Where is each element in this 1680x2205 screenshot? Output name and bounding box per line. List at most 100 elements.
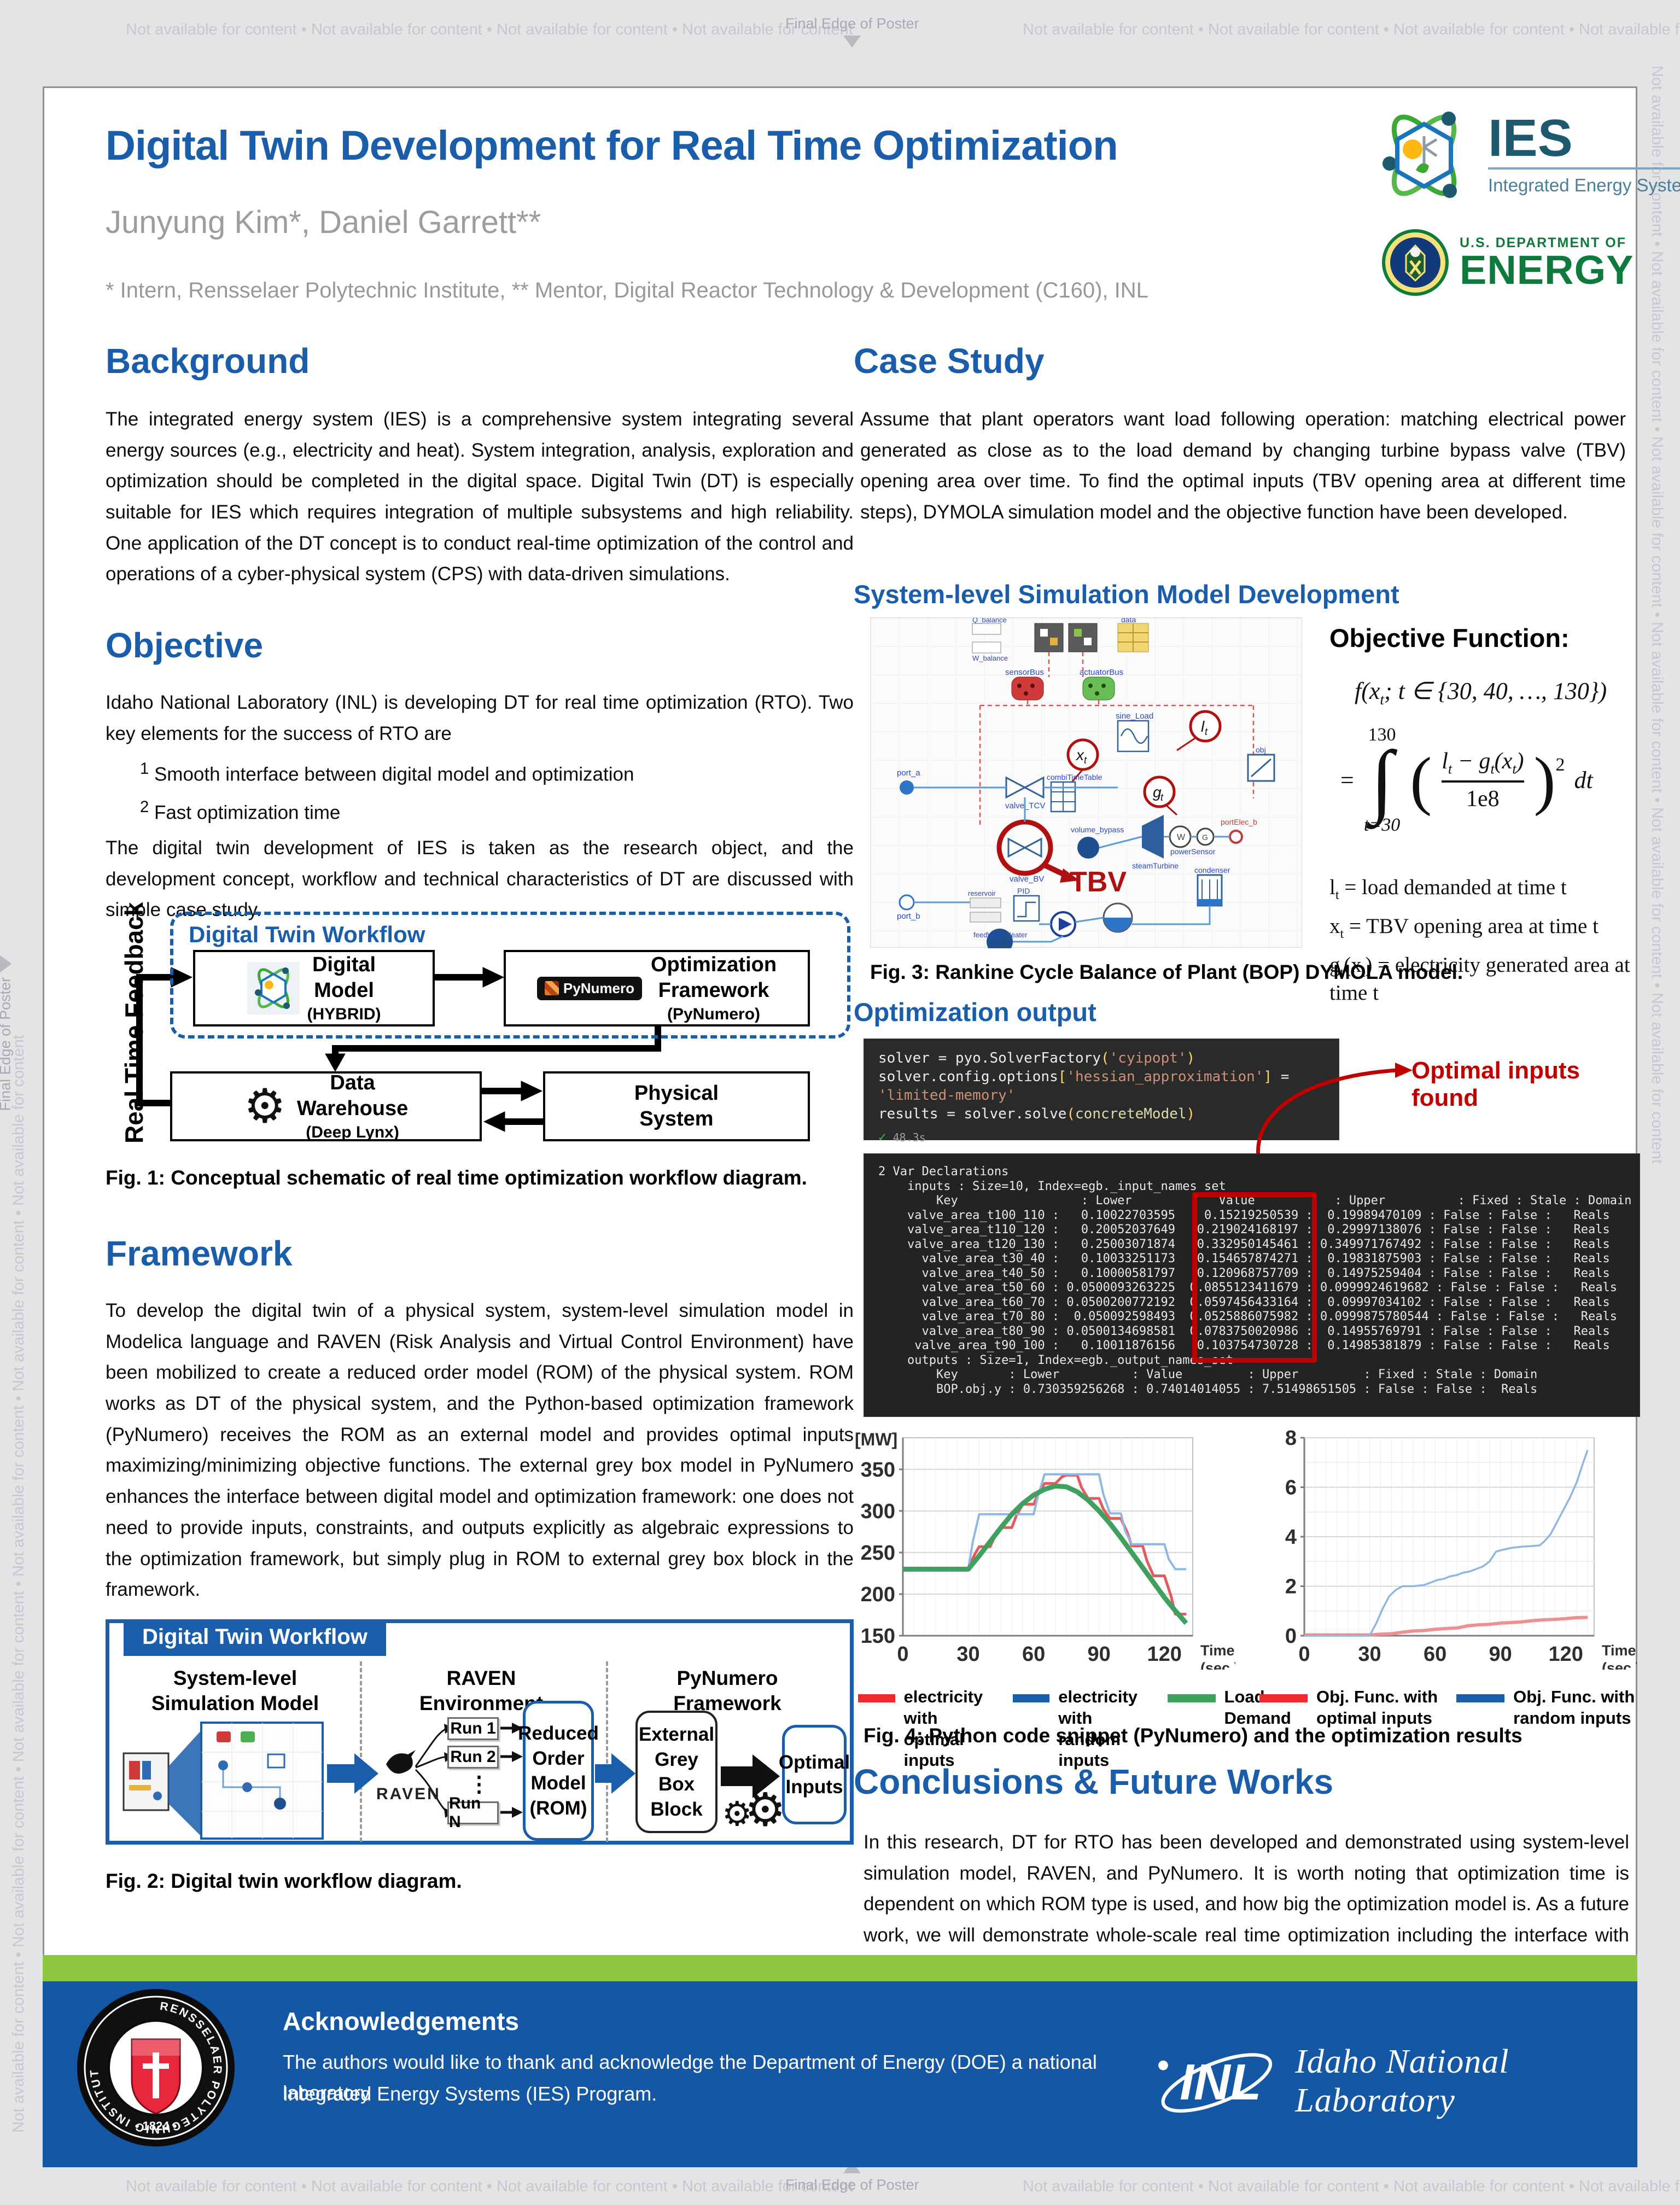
final-edge-bottom: Final Edge of Poster	[785, 2161, 919, 2194]
item-text: Smooth interface between digital model a…	[154, 763, 634, 785]
item-number: 2	[140, 798, 149, 816]
ies-atom-icon	[1382, 112, 1457, 198]
background-heading: Background	[106, 341, 310, 381]
acknowledgements-heading: Acknowledgements	[283, 2007, 519, 2035]
data-warehouse-label: Data Warehouse (Deep Lynx)	[296, 1071, 409, 1141]
svg-text:60: 60	[1022, 1643, 1045, 1666]
svg-text:sensorBus: sensorBus	[1005, 668, 1044, 677]
gears-icon: ⚙⚙	[722, 1783, 786, 1836]
svg-text:t: t	[1084, 755, 1087, 766]
fig1-physical-system-box: Physical System	[543, 1071, 810, 1141]
svg-text:2: 2	[1285, 1576, 1297, 1599]
svg-text:6: 6	[1285, 1477, 1297, 1500]
watermark-top-right: Not available for content • Not availabl…	[1023, 21, 1680, 38]
objective-item-2: 2 Fast optimization time	[140, 795, 851, 829]
poster-authors: Junyung Kim*, Daniel Garrett**	[106, 205, 541, 240]
code-snippet: solver = pyo.SolverFactory('cyipopt')sol…	[864, 1039, 1339, 1145]
svg-text:reservoir: reservoir	[968, 889, 996, 897]
svg-text:4: 4	[1285, 1526, 1297, 1549]
conclusions-body: In this research, DT for RTO has been de…	[864, 1831, 1629, 1977]
inl-name: Idaho National Laboratory	[1295, 2043, 1509, 2119]
objective-intro: Idaho National Laboratory (INL) is devel…	[106, 692, 854, 744]
svg-text:90: 90	[1088, 1643, 1111, 1666]
svg-text:valve_BV: valve_BV	[1010, 874, 1044, 884]
svg-text:Time: Time	[1602, 1642, 1636, 1659]
footer-green-bar	[43, 1955, 1637, 1981]
fig2-divider-1	[360, 1661, 362, 1842]
watermark-right-edge: Not available for content • Not availabl…	[1648, 66, 1666, 1164]
fig1-caption: Fig. 1: Conceptual schematic of real tim…	[106, 1166, 807, 1189]
series-line	[1304, 1615, 1588, 1637]
footer-bar	[43, 1981, 1637, 2167]
svg-text:(sec.): (sec.)	[1200, 1660, 1235, 1670]
svg-text:150: 150	[861, 1625, 895, 1648]
svg-text:sine_Load: sine_Load	[1116, 711, 1153, 721]
item-text: Fast optimization time	[154, 802, 341, 824]
pynumero-icon	[544, 981, 559, 995]
doe-seal-icon	[1382, 229, 1449, 296]
legend-swatch	[858, 1694, 895, 1702]
svg-text:data: data	[1121, 618, 1136, 624]
item-number: 1	[140, 760, 149, 778]
acknowledgements-line1: The authors would like to thank and ackn…	[283, 2051, 1097, 2104]
rpi-seal: RENSSELAER POLYTECHNIC INSTITUTE • 1824 …	[75, 1987, 235, 2146]
svg-text:120: 120	[1548, 1643, 1583, 1666]
svg-text:volume_bypass: volume_bypass	[1071, 825, 1124, 834]
watermark-bottom-right: Not available for content • Not availabl…	[1023, 2178, 1680, 2195]
annotation-xt: x	[1075, 746, 1084, 763]
svg-text:combiTimeTable: combiTimeTable	[1047, 773, 1102, 781]
svg-text:8: 8	[1285, 1429, 1297, 1450]
physical-system-label: Physical System	[634, 1081, 719, 1131]
objective-f-line: f(xt; t ∈ {30, 40, …, 130})	[1355, 678, 1607, 708]
run1-box: Run 1	[447, 1717, 499, 1740]
fig1-data-warehouse-box: ⚙ Data Warehouse (Deep Lynx)	[170, 1071, 482, 1141]
fig3-schematic: data Q_balance W_balance sensorBus actua…	[897, 615, 1275, 955]
final-edge-left: Final Edge of Poster	[0, 955, 14, 1111]
objective-outro: The digital twin development of IES is t…	[106, 837, 854, 921]
fig1-opt-framework-box: PyNumero Optimization Framework (PyNumer…	[504, 950, 810, 1026]
watermark-top-left: Not available for content • Not availabl…	[126, 21, 853, 38]
ies-logo: IES Integrated Energy Systems	[1372, 103, 1680, 207]
svg-text:port_b: port_b	[897, 912, 920, 921]
series-line	[1304, 1450, 1589, 1637]
svg-text:120: 120	[1147, 1643, 1181, 1666]
inl-mark-icon: INL	[1158, 2053, 1273, 2113]
edge-triangle-icon	[0, 955, 11, 973]
svg-text:portElec_b: portElec_b	[1221, 818, 1257, 826]
svg-text:INL: INL	[1180, 2054, 1261, 2110]
definition-xt: xt = TBV opening area at time t	[1329, 914, 1599, 941]
objective-heading: Objective	[106, 626, 264, 665]
fig2-caption: Fig. 2: Digital twin workflow diagram.	[106, 1870, 462, 1892]
fig1-diagram: Real Time Feedback Digital Twin Workflow…	[106, 902, 854, 1148]
code-line: results = solver.solve(concreteModel)	[878, 1106, 1195, 1122]
case-study-heading: Case Study	[854, 341, 1045, 381]
definition-gt: gt(xt) = electricity generated area at t…	[1329, 953, 1630, 1005]
svg-text:60: 60	[1424, 1643, 1446, 1666]
raven-label: RAVEN	[376, 1785, 441, 1803]
objective-definitions: lt = load demanded at time t xt = TBV op…	[1329, 875, 1641, 1005]
svg-text:t: t	[1205, 726, 1208, 737]
doe-logo: U.S. DEPARTMENT OF ENERGY	[1382, 229, 1634, 296]
final-edge-top: Final Edge of Poster	[785, 15, 919, 48]
run-dots: ⋮	[468, 1772, 490, 1796]
legend-swatch	[1167, 1694, 1216, 1702]
svg-text:200: 200	[861, 1583, 895, 1606]
terminal-output: 2 Var Declarations inputs : Size=10, Ind…	[864, 1153, 1640, 1417]
svg-text:0: 0	[897, 1643, 908, 1666]
watermark-left-edge: Not available for content • Not availabl…	[10, 1035, 27, 2133]
terminal-text: 2 Var Declarations inputs : Size=10, Ind…	[878, 1165, 1632, 1396]
svg-text:0: 0	[1285, 1625, 1297, 1648]
fig4-caption: Fig. 4: Python code snippet (PyNumero) a…	[864, 1724, 1522, 1747]
